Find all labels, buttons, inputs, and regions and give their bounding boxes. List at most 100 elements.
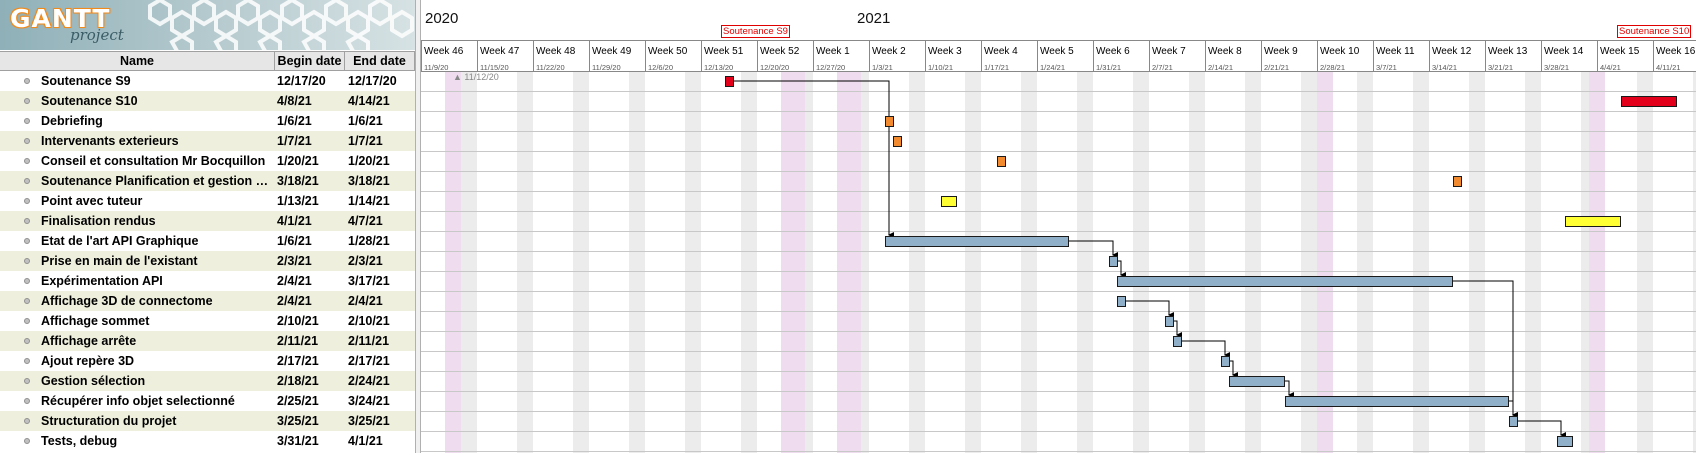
task-begin-date: 1/7/21 xyxy=(277,134,312,148)
task-bullet-icon xyxy=(24,418,30,424)
week-divider xyxy=(925,40,926,71)
dependency-arrow xyxy=(1509,400,1518,418)
task-end-date: 4/7/21 xyxy=(348,214,383,228)
week-date-label: 3/14/21 xyxy=(1432,63,1458,72)
weekend-band xyxy=(1189,72,1205,453)
task-bar[interactable] xyxy=(725,76,734,87)
weekend-band xyxy=(741,72,757,453)
task-name: Affichage 3D de connectome xyxy=(41,294,213,308)
weekend-band xyxy=(1301,72,1317,453)
week-label: Week 3 xyxy=(928,46,962,57)
task-end-date: 4/1/21 xyxy=(348,434,383,448)
row-gridline xyxy=(421,111,1696,112)
week-date-label: 1/31/21 xyxy=(1096,63,1122,72)
week-label: Week 52 xyxy=(760,46,800,57)
holiday-band xyxy=(781,72,805,453)
task-bar[interactable] xyxy=(1557,436,1573,447)
column-header-begin-date[interactable]: Begin date xyxy=(275,52,345,71)
task-bar[interactable] xyxy=(1565,216,1621,227)
task-bar[interactable] xyxy=(1109,256,1118,267)
task-bar[interactable] xyxy=(1453,176,1462,187)
week-date-label: 4/11/21 xyxy=(1656,63,1681,72)
task-bar[interactable] xyxy=(1117,296,1126,307)
week-label: Week 47 xyxy=(480,46,520,57)
row-gridline xyxy=(421,171,1696,172)
task-bullet-icon xyxy=(24,98,30,104)
week-divider xyxy=(1149,40,1150,71)
task-bar[interactable] xyxy=(997,156,1006,167)
logo-text: GANTT xyxy=(10,4,111,33)
panel-splitter[interactable] xyxy=(415,0,421,453)
row-gridline xyxy=(421,291,1696,292)
task-bar[interactable] xyxy=(941,196,957,207)
task-begin-date: 4/8/21 xyxy=(277,94,312,108)
task-bar[interactable] xyxy=(1285,396,1509,407)
row-gridline xyxy=(421,311,1696,312)
task-bullet-icon xyxy=(24,438,30,444)
task-begin-date: 1/20/21 xyxy=(277,154,319,168)
week-divider xyxy=(589,40,590,71)
task-bar[interactable] xyxy=(1165,316,1174,327)
row-gridline xyxy=(421,331,1696,332)
weekend-band xyxy=(1077,72,1093,453)
task-name: Etat de l'art API Graphique xyxy=(41,234,199,248)
row-gridline xyxy=(421,351,1696,352)
dependency-arrow xyxy=(1125,300,1174,318)
row-gridline xyxy=(421,231,1696,232)
task-bar[interactable] xyxy=(1117,276,1453,287)
task-bar[interactable] xyxy=(1221,356,1230,367)
task-end-date: 2/4/21 xyxy=(348,294,383,308)
task-begin-date: 12/17/20 xyxy=(277,74,326,88)
week-divider xyxy=(1261,40,1262,71)
task-name: Expérimentation API xyxy=(41,274,163,288)
task-bullet-icon xyxy=(24,218,30,224)
task-bullet-icon xyxy=(24,138,30,144)
row-gridline xyxy=(421,371,1696,372)
row-gridline xyxy=(421,131,1696,132)
task-begin-date: 3/18/21 xyxy=(277,174,319,188)
dependency-arrow xyxy=(1117,260,1126,278)
task-bar[interactable] xyxy=(1509,416,1518,427)
dependency-arrow xyxy=(1453,280,1518,418)
task-bar[interactable] xyxy=(885,236,1069,247)
week-date-label: 3/21/21 xyxy=(1488,63,1514,72)
task-bar[interactable] xyxy=(1173,336,1182,347)
task-bar[interactable] xyxy=(893,136,902,147)
week-date-label: 2/7/21 xyxy=(1152,63,1173,72)
column-header-end-date[interactable]: End date xyxy=(345,52,415,71)
column-header-name[interactable]: Name xyxy=(0,52,275,71)
task-name: Gestion sélection xyxy=(41,374,146,388)
week-date-label: 1/17/21 xyxy=(984,63,1010,72)
week-divider xyxy=(645,40,646,71)
task-row[interactable]: Soutenance Planification et gestion de p… xyxy=(0,171,415,191)
week-date-label: 11/9/20 xyxy=(424,63,449,72)
task-bar[interactable] xyxy=(885,116,894,127)
task-bar[interactable] xyxy=(1621,96,1677,107)
year-label: 2021 xyxy=(857,10,891,27)
week-divider xyxy=(981,40,982,71)
task-bar[interactable] xyxy=(1229,376,1285,387)
week-date-label: 12/20/20 xyxy=(760,63,790,72)
holiday-band xyxy=(1317,72,1333,453)
week-label: Week 15 xyxy=(1600,46,1640,57)
milestone-header-label: Soutenance S9 xyxy=(721,25,790,38)
